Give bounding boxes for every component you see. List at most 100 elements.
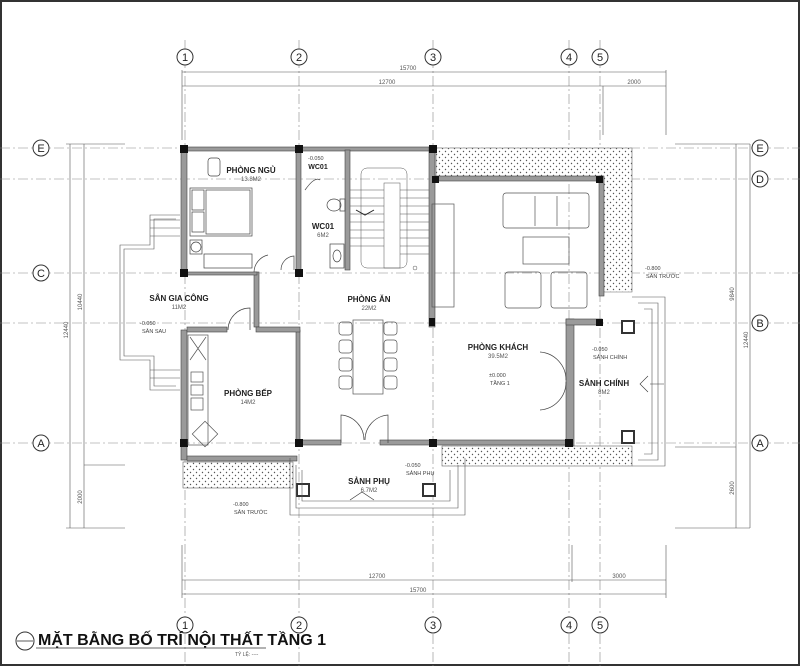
dining-table	[338, 319, 398, 395]
axis-1-bottom: 1	[176, 616, 194, 634]
svg-text:E: E	[756, 143, 763, 155]
room-phong-khach: PHÒNG KHÁCH 39.5M2	[468, 343, 529, 360]
svg-text:6M2: 6M2	[317, 233, 329, 239]
svg-text:SẢNH PHỤ: SẢNH PHỤ	[406, 470, 434, 477]
svg-text:-0.050: -0.050	[308, 156, 324, 162]
svg-text:A: A	[756, 438, 764, 450]
svg-text:9840: 9840	[730, 287, 736, 301]
svg-text:2: 2	[296, 620, 302, 632]
svg-text:±0.000: ±0.000	[489, 373, 506, 379]
axis-markers-left: E C A	[32, 139, 50, 452]
bed-icon	[189, 157, 253, 269]
svg-text:22M2: 22M2	[361, 306, 377, 312]
svg-text:6.7M2: 6.7M2	[361, 488, 378, 494]
svg-text:14M2: 14M2	[240, 400, 256, 406]
svg-text:SÂN SAU: SÂN SAU	[142, 328, 166, 335]
axis-4-top: 4	[560, 48, 578, 66]
walls	[180, 146, 605, 462]
svg-text:-0.050: -0.050	[140, 321, 156, 327]
svg-text:11M2: 11M2	[172, 305, 187, 311]
svg-text:10440: 10440	[78, 293, 84, 310]
room-phong-bep: PHÒNG BẾP 14M2	[224, 388, 273, 406]
axis-1-top: 1	[176, 48, 194, 66]
svg-text:12440: 12440	[744, 331, 750, 348]
title-symbol-icon	[15, 631, 35, 651]
svg-text:15700: 15700	[400, 66, 417, 72]
drawing-title: MẶT BẰNG BỐ TRÍ NỘI THẤT TẦNG 1	[38, 629, 326, 649]
axis-D-right: D	[751, 170, 769, 188]
room-sanh-phu: SẢNH PHỤ 6.7M2	[348, 477, 390, 494]
svg-text:SÂN TRƯỚC: SÂN TRƯỚC	[646, 273, 679, 280]
columns	[180, 145, 635, 497]
axis-E-right: E	[751, 139, 769, 157]
svg-text:2000: 2000	[78, 490, 84, 504]
svg-text:PHÒNG BẾP: PHÒNG BẾP	[224, 388, 273, 398]
svg-text:1: 1	[182, 620, 188, 632]
svg-text:5: 5	[597, 52, 603, 64]
axis-C-left: C	[32, 264, 50, 282]
axis-4-bottom: 4	[560, 616, 578, 634]
svg-text:SẢNH CHÍNH: SẢNH CHÍNH	[579, 379, 629, 388]
axis-3-top: 3	[424, 48, 442, 66]
svg-text:15700: 15700	[410, 588, 427, 594]
svg-text:3: 3	[430, 52, 436, 64]
svg-text:12700: 12700	[369, 574, 386, 580]
kitchen-counter	[187, 334, 219, 448]
axis-A-right: A	[751, 434, 769, 452]
svg-text:PHÒNG ĂN: PHÒNG ĂN	[347, 295, 390, 304]
svg-text:3: 3	[430, 620, 436, 632]
dimension-lines	[66, 70, 751, 598]
svg-text:4: 4	[566, 620, 572, 632]
room-san-gia-cong: SÂN GIA CÔNG 11M2	[149, 294, 208, 311]
doors	[227, 254, 567, 443]
svg-text:C: C	[37, 268, 45, 280]
toilet-icon	[280, 178, 346, 271]
staircase	[350, 167, 429, 271]
svg-text:2000: 2000	[627, 80, 641, 86]
steps-and-porches	[119, 214, 666, 516]
svg-text:39.5M2: 39.5M2	[488, 354, 509, 360]
svg-text:SÂN GIA CÔNG: SÂN GIA CÔNG	[149, 294, 208, 303]
svg-text:E: E	[37, 143, 44, 155]
svg-text:13.8M2: 13.8M2	[241, 177, 262, 183]
svg-text:SÂN TRƯỚC: SÂN TRƯỚC	[234, 509, 267, 516]
svg-text:SẢNH CHÍNH: SẢNH CHÍNH	[593, 354, 627, 361]
axis-5-top: 5	[591, 48, 609, 66]
svg-text:8M2: 8M2	[598, 390, 610, 396]
axis-B-right: B	[751, 314, 769, 332]
svg-text:SẢNH PHỤ: SẢNH PHỤ	[348, 477, 390, 486]
svg-text:A: A	[37, 438, 45, 450]
scale-label: TỶ LỆ: ----	[235, 650, 259, 658]
svg-text:-0.800: -0.800	[645, 266, 661, 272]
room-sanh-chinh: SẢNH CHÍNH 8M2	[579, 379, 629, 396]
svg-text:5: 5	[597, 620, 603, 632]
svg-text:-0.800: -0.800	[233, 502, 249, 508]
wc-tag: WC01	[308, 164, 328, 171]
axis-markers-bottom: 1 2 3 4 5	[176, 616, 609, 634]
axis-markers-top: 1 2 3 4 5	[176, 48, 609, 66]
axis-A-left: A	[32, 434, 50, 452]
svg-text:-0.050: -0.050	[405, 463, 421, 469]
svg-text:TẦNG 1: TẦNG 1	[490, 380, 510, 387]
svg-text:PHÒNG KHÁCH: PHÒNG KHÁCH	[468, 343, 529, 352]
axis-2-bottom: 2	[290, 616, 308, 634]
axis-markers-right: E D B A	[751, 139, 769, 452]
axis-2-top: 2	[290, 48, 308, 66]
room-phong-an: PHÒNG ĂN 22M2	[347, 295, 390, 312]
svg-text:-0.050: -0.050	[592, 347, 608, 353]
svg-text:B: B	[756, 318, 763, 330]
axis-5-bottom: 5	[591, 616, 609, 634]
svg-text:D: D	[756, 174, 764, 186]
svg-text:1: 1	[182, 52, 188, 64]
